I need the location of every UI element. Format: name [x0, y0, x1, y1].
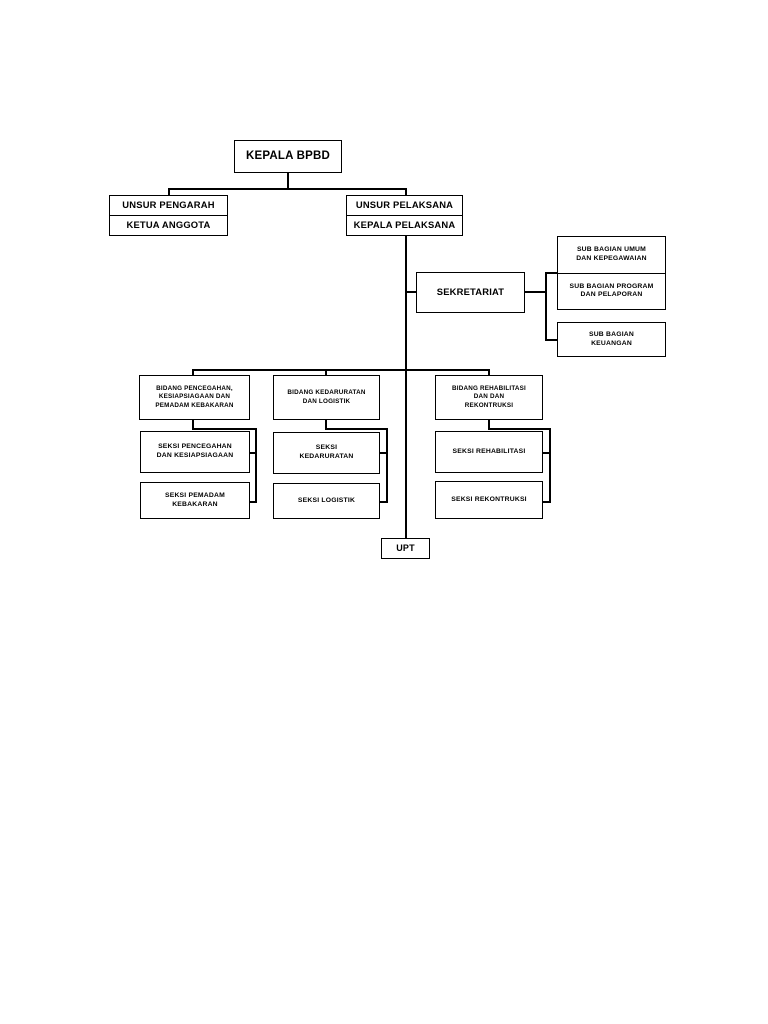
- node-seksi-pencegahan[interactable]: SEKSI PENCEGAHAN DAN KESIAPSIAGAAN: [140, 431, 250, 473]
- node-unsur-pelaksana[interactable]: UNSUR PELAKSANA KEPALA PELAKSANA: [346, 195, 463, 236]
- node-bidang-pencegahan-line-0: BIDANG PENCEGAHAN,: [156, 385, 233, 393]
- node-unsur-pengarah-line-0: UNSUR PENGARAH: [122, 199, 215, 211]
- node-seksi-kedaruratan[interactable]: SEKSI KEDARURATAN: [273, 432, 380, 474]
- node-bidang-rehabilitasi-line-2: REKONTRUKSI: [464, 401, 514, 409]
- node-sub-bagian-keuangan-line-0: SUB BAGIAN: [588, 330, 635, 338]
- node-bidang-kedaruratan-line-1: DAN LOGISTIK: [302, 397, 351, 405]
- connector-col1-to-seksi-pencegahan: [249, 452, 257, 454]
- node-kepala-pelaksana: KEPALA PELAKSANA: [347, 215, 462, 235]
- node-upt[interactable]: UPT: [381, 538, 430, 559]
- node-sub-bagian-keuangan[interactable]: SUB BAGIAN KEUANGAN: [557, 322, 666, 357]
- node-seksi-rekontruksi-line-0: SEKSI REKONTRUKSI: [451, 495, 527, 503]
- node-unsur-pelaksana-header: UNSUR PELAKSANA: [347, 196, 462, 215]
- connector-to-sub-bagian-keuangan: [545, 339, 558, 341]
- connector-col3-to-seksi-rekontruksi: [542, 501, 551, 503]
- connector-to-unsur-pengarah: [168, 188, 170, 196]
- connector-subbagian-riser: [545, 272, 547, 340]
- node-kepala-bpbd[interactable]: KEPALA BPBD: [234, 140, 342, 173]
- node-seksi-pencegahan-line-0: SEKSI PENCEGAHAN: [158, 443, 232, 451]
- node-seksi-pencegahan-line-1: DAN KESIAPSIAGAAN: [156, 452, 234, 459]
- node-bidang-rehabilitasi[interactable]: BIDANG REHABILITASI DAN DAN REKONTRUKSI: [435, 375, 543, 420]
- node-sub-bagian-program-line-1: DAN PELAPORAN: [580, 291, 643, 299]
- node-sub-bagian-program-line-0: SUB BAGIAN PROGRAM: [569, 282, 654, 290]
- node-seksi-pemadam[interactable]: SEKSI PEMADAM KEBAKARAN: [140, 482, 250, 519]
- connector-kepala-down: [287, 172, 289, 189]
- node-bidang-kedaruratan-line-0: BIDANG KEDARURATAN: [287, 389, 366, 397]
- node-sub-bagian-umum-line-1: DAN KEPEGAWAIAN: [576, 254, 647, 262]
- connector-col2-riser: [386, 428, 388, 502]
- node-sub-bagian-keuangan-line-1: KEUANGAN: [591, 339, 632, 347]
- connector-trunk-to-sekretariat: [405, 291, 417, 293]
- connector-col2-to-seksi-kedaruratan: [379, 452, 388, 454]
- node-unsur-pengarah-header: UNSUR PENGARAH: [110, 196, 227, 215]
- node-sub-bagian-group[interactable]: SUB BAGIAN UMUM DAN KEPEGAWAIAN SUB BAGI…: [557, 236, 666, 310]
- node-sekretariat-line-0: SEKRETARIAT: [436, 286, 505, 298]
- connector-to-bidang-kedaruratan: [325, 369, 327, 376]
- node-kepala-pelaksana-line-0: KEPALA PELAKSANA: [353, 219, 456, 231]
- node-unsur-pelaksana-line-0: UNSUR PELAKSANA: [355, 199, 454, 211]
- connector-to-bidang-pencegahan: [192, 369, 194, 376]
- connector-col2-to-seksi-logistik: [379, 501, 388, 503]
- connector-to-unsur-pelaksana: [405, 188, 407, 196]
- node-ketua-anggota-line-0: KETUA ANGGOTA: [126, 219, 211, 231]
- connector-to-sub-bagian-umum: [545, 272, 558, 274]
- node-seksi-logistik-line-0: SEKSI LOGISTIK: [297, 496, 356, 504]
- node-seksi-rehabilitasi-line-0: SEKSI REHABILITASI: [452, 447, 526, 455]
- node-sub-bagian-umum: SUB BAGIAN UMUM DAN KEPEGAWAIAN: [558, 237, 665, 273]
- connector-col1-to-seksi-pemadam: [249, 501, 257, 503]
- node-seksi-pemadam-line-0: SEKSI PEMADAM: [164, 491, 225, 499]
- node-seksi-kedaruratan-line-0: SEKSI: [315, 444, 338, 452]
- connector-col3-to-seksi-rehabilitasi: [542, 452, 551, 454]
- connector-col3-drop: [488, 420, 490, 429]
- node-upt-line-0: UPT: [396, 542, 415, 553]
- node-seksi-logistik[interactable]: SEKSI LOGISTIK: [273, 483, 380, 519]
- node-bidang-pencegahan-line-2: PEMADAM KEBAKARAN: [155, 401, 234, 409]
- connector-main-trunk: [405, 236, 407, 539]
- connector-bidang-bar: [192, 369, 489, 371]
- node-seksi-rekontruksi[interactable]: SEKSI REKONTRUKSI: [435, 481, 543, 519]
- node-bidang-rehabilitasi-line-0: BIDANG REHABILITASI: [452, 385, 526, 393]
- node-ketua-anggota: KETUA ANGGOTA: [110, 215, 227, 235]
- node-bidang-kedaruratan[interactable]: BIDANG KEDARURATAN DAN LOGISTIK: [273, 375, 380, 420]
- connector-to-bidang-rehabilitasi: [488, 369, 490, 376]
- node-bidang-pencegahan-line-1: KESIAPSIAGAAN DAN: [158, 393, 231, 401]
- connector-sekretariat-right: [525, 291, 546, 293]
- node-bidang-rehabilitasi-line-1: DAN DAN: [473, 393, 505, 401]
- connector-col2-drop: [325, 420, 327, 429]
- node-unsur-pengarah[interactable]: UNSUR PENGARAH KETUA ANGGOTA: [109, 195, 228, 236]
- node-kepala-bpbd-line-0: KEPALA BPBD: [246, 150, 330, 163]
- connector-col2-jog: [325, 428, 387, 430]
- node-sekretariat[interactable]: SEKRETARIAT: [416, 272, 525, 313]
- node-bidang-pencegahan[interactable]: BIDANG PENCEGAHAN, KESIAPSIAGAAN DAN PEM…: [139, 375, 250, 420]
- connector-col3-jog: [488, 428, 550, 430]
- node-seksi-pemadam-line-1: KEBAKARAN: [172, 500, 218, 508]
- connector-col1-jog: [192, 428, 256, 430]
- node-sub-bagian-program: SUB BAGIAN PROGRAM DAN PELAPORAN: [558, 272, 665, 310]
- connector-col1-riser: [255, 428, 257, 502]
- connector-col3-riser: [549, 428, 551, 502]
- node-sub-bagian-umum-line-0: SUB BAGIAN UMUM: [576, 246, 647, 254]
- connector-col1-drop: [192, 420, 194, 429]
- node-seksi-kedaruratan-line-1: KEDARURATAN: [299, 453, 354, 460]
- node-seksi-rehabilitasi[interactable]: SEKSI REHABILITASI: [435, 431, 543, 473]
- connector-level1-bar: [168, 188, 407, 190]
